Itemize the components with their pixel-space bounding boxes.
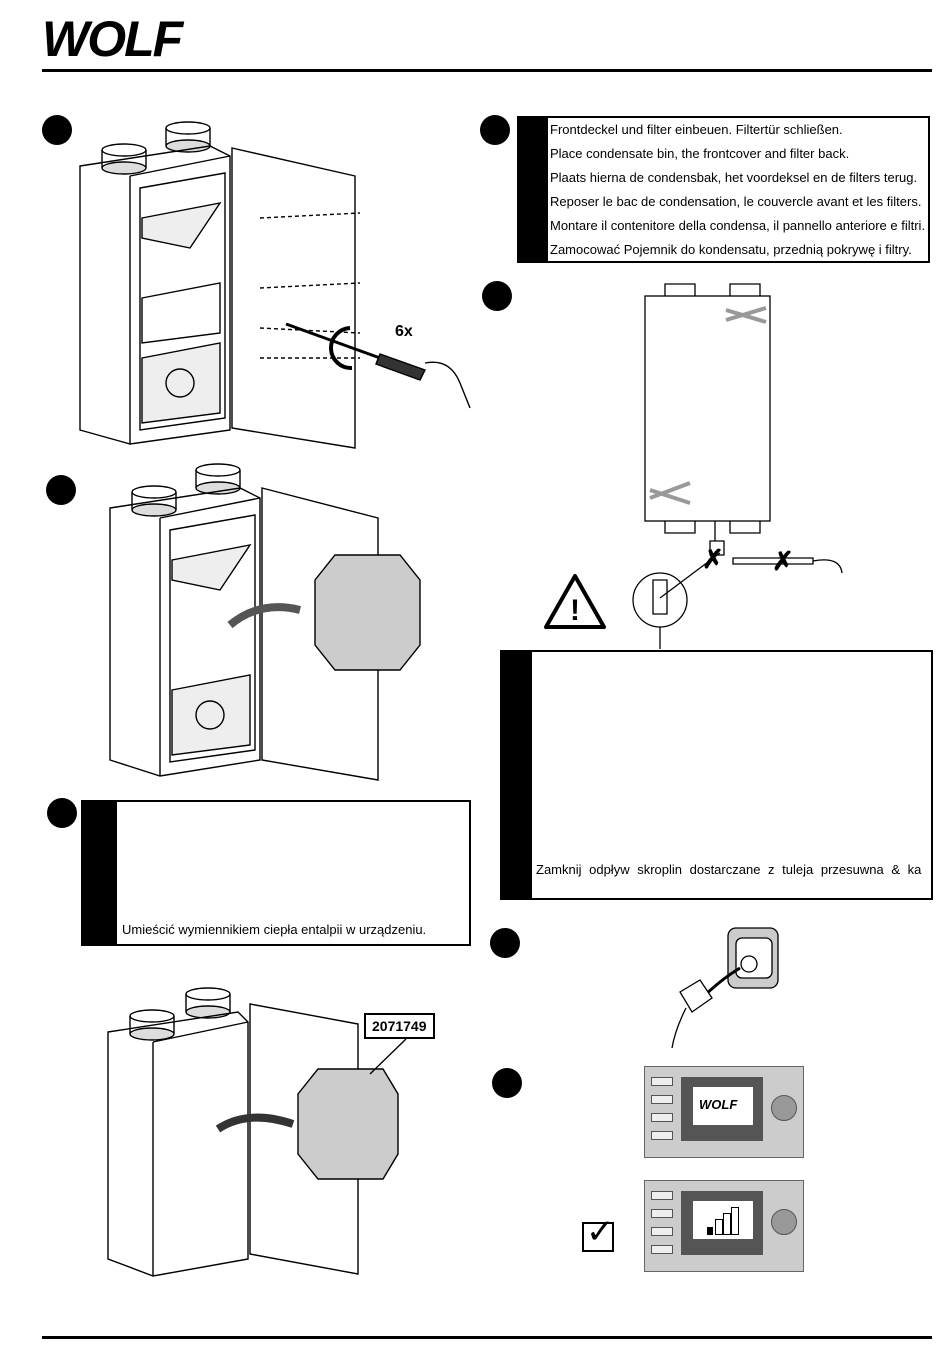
step-bullet-4: [480, 115, 510, 145]
screen-logo: WOLF: [699, 1097, 738, 1112]
panel-button[interactable]: [651, 1227, 673, 1236]
step-bullet-2: [46, 475, 76, 505]
panel-button[interactable]: [651, 1077, 673, 1086]
instruction-line-fr: Reposer le bac de condensation, le couve…: [550, 194, 922, 209]
panel-knob[interactable]: [771, 1209, 797, 1235]
instruction-box-enthalpy: Umieścić wymiennikiem ciepła entalpii w …: [81, 800, 471, 946]
instruction-line-nl: Plaats hierna de condensbak, het voordek…: [550, 170, 918, 185]
wolf-logo: WOLF: [40, 11, 200, 67]
instruction-line-de: Frontdeckel und filter einbeuen. Filtert…: [550, 122, 843, 137]
panel-knob[interactable]: [771, 1095, 797, 1121]
drain-instruction-text: Zamknij odpływ skroplin dostarczane z tu…: [536, 862, 922, 877]
panel-screen: WOLF: [681, 1077, 763, 1141]
instruction-box-drain: Zamknij odpływ skroplin dostarczane z tu…: [500, 650, 933, 900]
warning-triangle-icon: !: [544, 574, 606, 629]
signal-bar: [715, 1219, 723, 1235]
instruction-bar: [502, 652, 532, 898]
screw-count-label: 6x: [395, 323, 413, 340]
unit-front-drain-illustration: ✗ ✗: [632, 283, 843, 649]
cross-icon: ✗: [772, 546, 794, 576]
footer-rule: [42, 1336, 932, 1339]
instruction-line-pl: Zamocować Pojemnik do kondensatu, przedn…: [550, 242, 912, 257]
screen-bars: [693, 1201, 753, 1239]
screen-splash: WOLF: [693, 1087, 753, 1125]
check-mark: ✓: [586, 1212, 615, 1252]
step-bullet-3: [47, 798, 77, 828]
instruction-bar: [83, 802, 117, 944]
instruction-line-en: Place condensate bin, the frontcover and…: [550, 146, 850, 161]
signal-bar: [723, 1213, 731, 1235]
panel-button[interactable]: [651, 1113, 673, 1122]
svg-text:!: !: [570, 594, 580, 627]
wolf-logo-mark: WOLF: [40, 11, 200, 67]
unit-illustration-screw: 6x: [79, 121, 471, 449]
instruction-box-multilang: Frontdeckel und filter einbeuen. Filtert…: [517, 116, 930, 263]
unit-illustration-remove: [109, 463, 421, 781]
instruction-lines: Frontdeckel und filter einbeuen. Filtert…: [550, 118, 925, 262]
panel-button[interactable]: [651, 1209, 673, 1218]
plug-socket-illustration: [671, 927, 779, 1049]
control-panel-boot: WOLF: [644, 1066, 804, 1158]
logo-text: WOLF: [42, 11, 185, 67]
signal-bar: [707, 1227, 713, 1235]
instruction-text: Umieścić wymiennikiem ciepła entalpii w …: [122, 922, 427, 937]
step-bullet-7: [492, 1068, 522, 1098]
panel-button[interactable]: [651, 1095, 673, 1104]
step-bullet-6: [490, 928, 520, 958]
unit-illustration-insert: [107, 987, 407, 1277]
cross-icon: ✗: [702, 544, 724, 574]
instruction-bar: [519, 118, 548, 261]
panel-button[interactable]: [651, 1245, 673, 1254]
checkbox-check-icon: ✓: [582, 1212, 615, 1252]
step-bullet-5: [482, 281, 512, 311]
panel-screen: [681, 1191, 763, 1255]
control-panel-ready: [644, 1180, 804, 1272]
header-rule: [42, 69, 932, 72]
panel-button[interactable]: [651, 1131, 673, 1140]
step-bullet-1: [42, 115, 72, 145]
part-number-label: 2071749: [364, 1013, 435, 1039]
instruction-line-it: Montare il contenitore della condensa, i…: [550, 218, 926, 233]
signal-bar: [731, 1207, 739, 1235]
panel-button[interactable]: [651, 1191, 673, 1200]
